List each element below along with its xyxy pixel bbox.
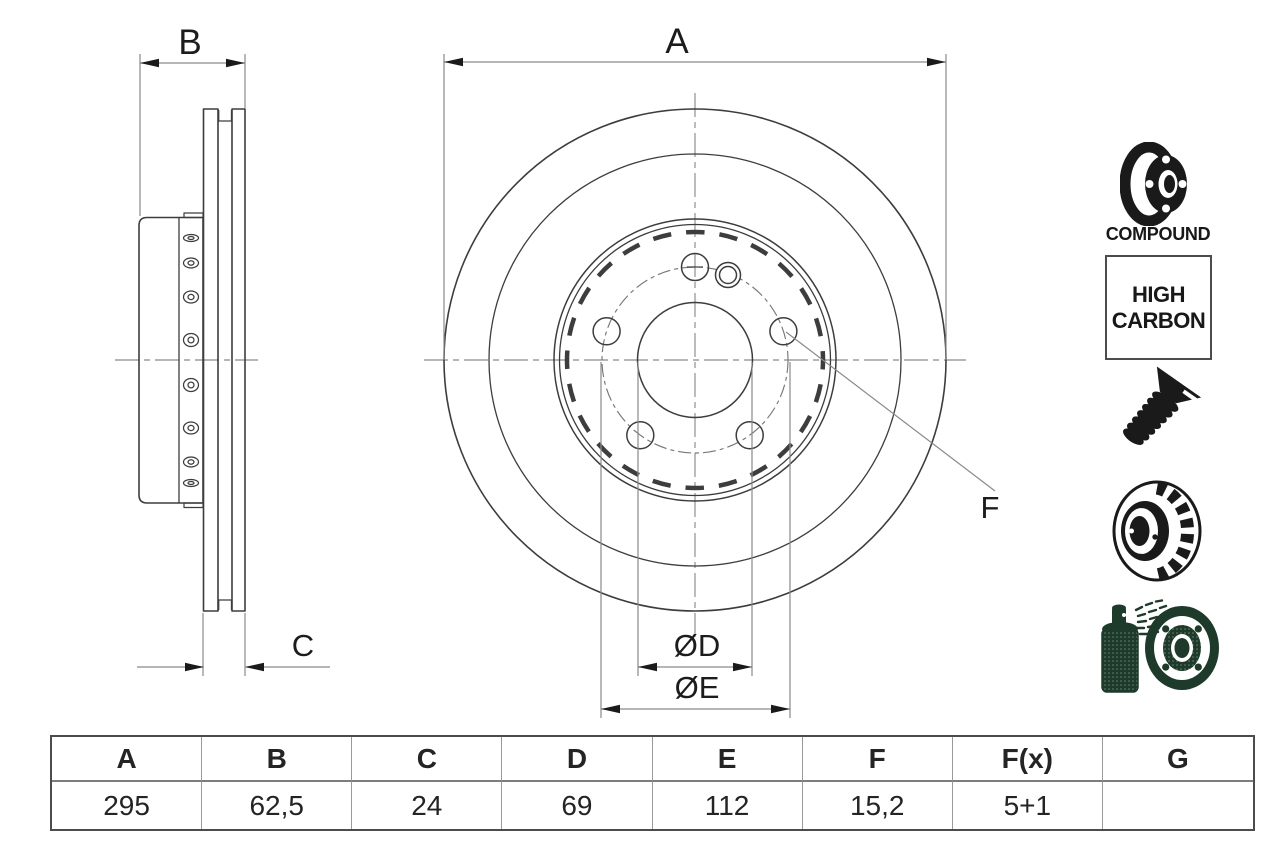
spec-value-c: 24 — [352, 782, 503, 829]
spec-header-e: E — [652, 737, 803, 782]
coated-disc — [1145, 606, 1219, 690]
spec-value-b: 62,5 — [202, 782, 353, 829]
technical-drawing — [115, 54, 996, 718]
high-carbon-badge: HIGH CARBON — [1105, 255, 1212, 360]
dim-label-e: ØE — [674, 670, 720, 705]
high-carbon-line1: HIGH — [1132, 281, 1186, 307]
compound-label: COMPOUND — [1105, 224, 1211, 244]
spec-value-e: 112 — [653, 782, 803, 829]
compound-disc-icon — [1120, 142, 1187, 226]
dim-label-b: B — [178, 23, 202, 62]
spec-header-fx: F(x) — [952, 737, 1103, 782]
spec-header-g: G — [1102, 737, 1253, 782]
spec-value-f: 15,2 — [803, 782, 953, 829]
spec-value-d: 69 — [502, 782, 653, 829]
spec-header-f: F — [802, 737, 953, 782]
spec-value-g — [1103, 782, 1253, 829]
dimension-arrowheads — [140, 57, 946, 714]
hat-flange-holes — [182, 233, 200, 488]
countersunk-screw-icon — [1123, 366, 1202, 445]
dim-label-a: A — [665, 22, 689, 61]
set-screw-hole — [714, 261, 742, 289]
dimension-lines — [137, 54, 996, 718]
wheel-bolt-holes — [592, 252, 798, 450]
spray-mist — [1134, 599, 1169, 636]
spec-value-fx: 5+1 — [953, 782, 1103, 829]
vented-disc-icon — [1112, 480, 1202, 582]
dim-label-c: C — [291, 628, 315, 663]
high-carbon-line2: CARBON — [1111, 307, 1206, 333]
f-leader-line — [785, 331, 996, 492]
spec-header-b: B — [202, 737, 353, 782]
dim-label-f: F — [980, 490, 1000, 525]
coated-disc-spray-icon — [1101, 599, 1219, 693]
spec-header-d: D — [502, 737, 653, 782]
side-section-view — [138, 108, 246, 612]
spray-can — [1101, 604, 1139, 693]
centerlines — [115, 93, 966, 642]
spec-header-c: C — [352, 737, 503, 782]
spec-header-a: A — [52, 737, 203, 782]
spec-table: A B C D E F F(x) G 295 62,5 24 69 112 15… — [50, 735, 1255, 831]
spec-value-a: 295 — [52, 782, 203, 829]
dim-label-d: ØD — [673, 628, 721, 663]
